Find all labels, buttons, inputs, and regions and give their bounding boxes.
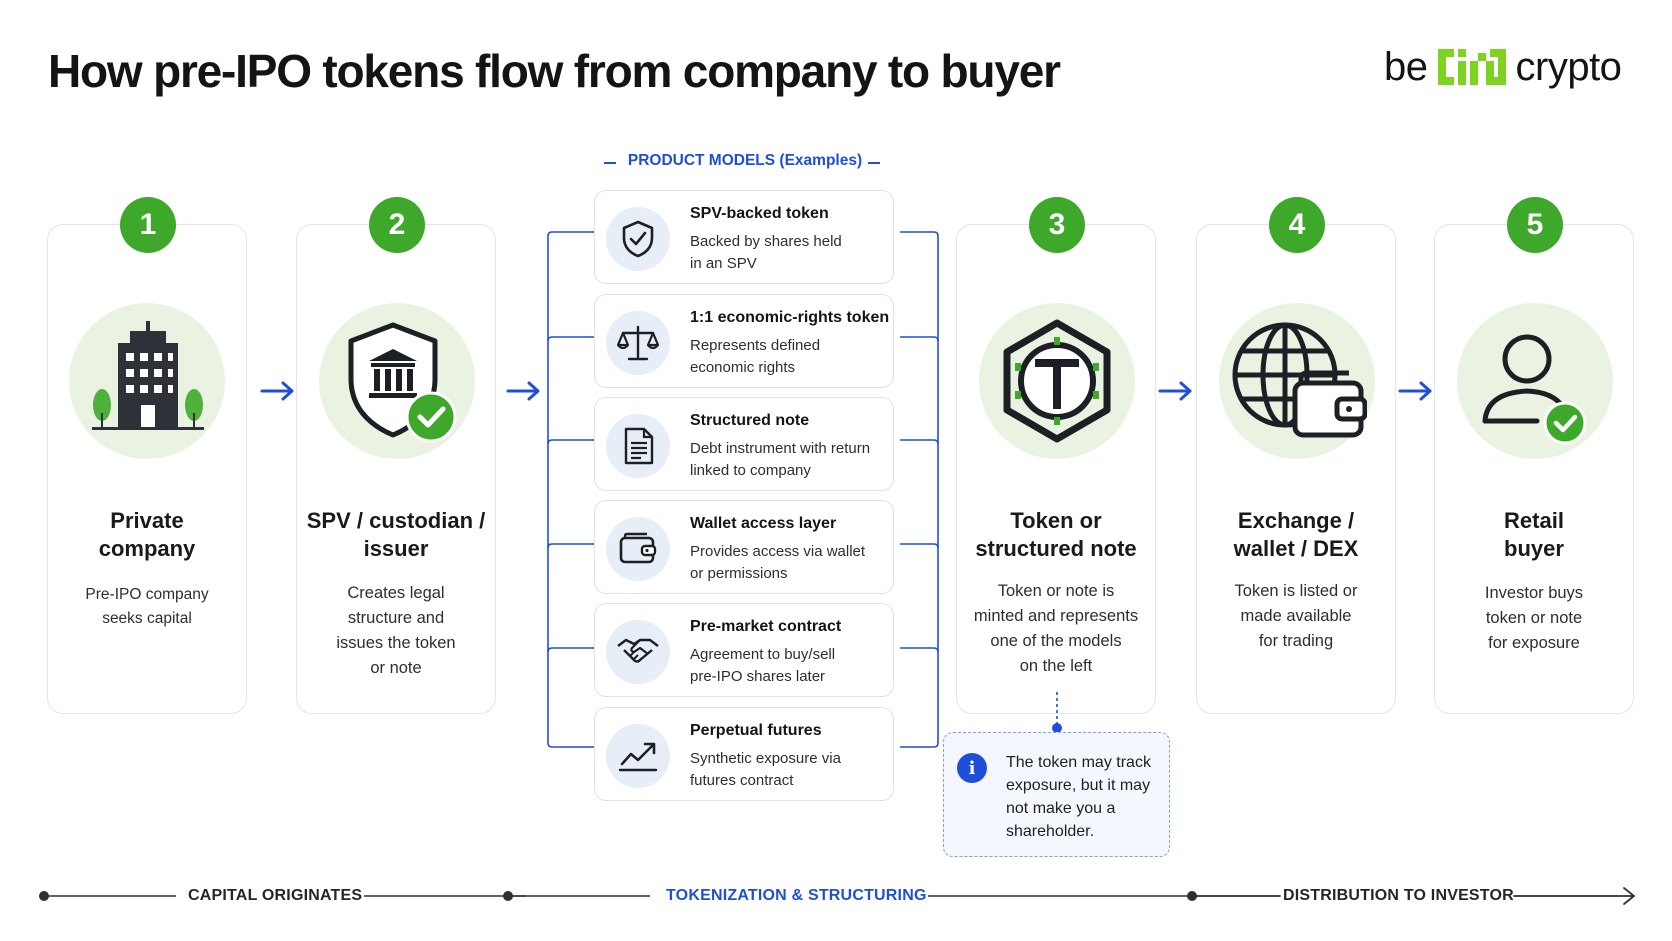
- model-description: Debt instrument with return linked to co…: [690, 440, 871, 479]
- building-icon: [92, 321, 204, 430]
- logo-text-right: crypto: [1515, 44, 1622, 89]
- step-card-token-note: 3 Token or structured note Token or note…: [956, 197, 1156, 714]
- info-icon: i: [957, 753, 987, 783]
- stage-distribution-to-investor: DISTRIBUTION TO INVESTOR: [1283, 887, 1514, 904]
- arrow-right-icon: [1398, 381, 1432, 401]
- step-number-badge: 3: [1029, 197, 1085, 253]
- model-description: Represents defined economic rights: [690, 337, 821, 376]
- model-card-pre-market-contract: Pre-market contract Agreement to buy/sel…: [594, 603, 894, 697]
- model-title: Wallet access layer: [690, 515, 837, 532]
- handshake-icon: [606, 620, 670, 684]
- step-title: SPV / custodian / issuer: [306, 508, 486, 561]
- model-description: Agreement to buy/sell pre-IPO shares lat…: [690, 646, 836, 685]
- models-bracket-left: [547, 231, 594, 748]
- model-description: Provides access via wallet or permission…: [690, 543, 866, 582]
- model-title: 1:1 economic-rights token: [690, 309, 890, 326]
- step-description: Investor buys token or note for exposure: [1484, 584, 1584, 652]
- arrow-right-icon: [1158, 381, 1192, 401]
- shield-bank-icon: [348, 322, 457, 443]
- step-title: Token or structured note: [975, 508, 1137, 561]
- step-number-badge: 1: [120, 197, 176, 253]
- user-check-icon: [1482, 334, 1587, 445]
- stage-timeline: [39, 887, 1636, 905]
- logo-mark-icon: [1437, 49, 1506, 85]
- scales-icon: [606, 311, 670, 375]
- step-description: Pre-IPO company seeks capital: [85, 586, 209, 627]
- step-title: Retail buyer: [1504, 508, 1564, 561]
- step-card-private-company: 1 Private company Pre-IPO company seeks …: [47, 197, 247, 714]
- step-number-badge: 2: [369, 197, 425, 253]
- token-icon: [1003, 319, 1111, 443]
- model-title: Structured note: [690, 412, 810, 429]
- step-card-spv-issuer: 2 SPV / custodian / issuer Creates legal…: [296, 197, 496, 714]
- header-dash: [868, 162, 880, 164]
- wallet-icon: [606, 517, 670, 581]
- header-dash: [604, 162, 616, 164]
- models-bracket-right: [900, 231, 939, 748]
- step-number-badge: 5: [1507, 197, 1563, 253]
- step-card-retail-buyer: 5 Retail buyer Investor buys token or no…: [1434, 197, 1634, 714]
- stage-tokenization-structuring: TOKENIZATION & STRUCTURING: [666, 887, 927, 904]
- model-card-spv-backed-token: SPV-backed token Backed by shares held i…: [594, 190, 894, 284]
- step-number-badge: 4: [1269, 197, 1325, 253]
- model-description: Backed by shares held in an SPV: [690, 233, 842, 272]
- step-title: Private company: [98, 508, 196, 561]
- model-card-perpetual-futures: Perpetual futures Synthetic exposure via…: [594, 707, 894, 801]
- model-card-economic-rights-token: 1:1 economic-rights token Represents def…: [594, 294, 894, 388]
- step-description: Token or note is minted and represents o…: [973, 582, 1139, 675]
- stage-capital-originates: CAPITAL ORIGINATES: [188, 887, 363, 904]
- note-connector: [1052, 692, 1062, 733]
- arrow-right-icon: [506, 381, 540, 401]
- model-card-structured-note: Structured note Debt instrument with ret…: [594, 397, 894, 491]
- model-title: SPV-backed token: [690, 205, 829, 222]
- product-models-header: PRODUCT MODELS (Examples): [627, 152, 863, 169]
- arrow-right-icon: [260, 381, 294, 401]
- page-title: How pre-IPO tokens flow from company to …: [48, 45, 1061, 97]
- logo-text-left: be: [1384, 44, 1428, 89]
- note-text: The token may track exposure, but it may…: [1006, 754, 1151, 840]
- model-card-wallet-access-layer: Wallet access layer Provides access via …: [594, 500, 894, 594]
- shield-check-icon: [606, 207, 670, 271]
- step-description: Creates legal structure and issues the t…: [336, 584, 456, 677]
- model-title: Pre-market contract: [690, 618, 842, 635]
- disclaimer-note: i The token may track exposure, but it m…: [943, 732, 1170, 857]
- model-title: Perpetual futures: [690, 722, 822, 739]
- globe-wallet-icon: [1232, 322, 1367, 438]
- chart-up-icon: [606, 724, 670, 788]
- becrypto-logo: be crypto: [1384, 42, 1622, 92]
- step-title: Exchange / wallet / DEX: [1233, 508, 1359, 561]
- document-icon: [606, 414, 670, 478]
- model-description: Synthetic exposure via futures contract: [690, 750, 841, 789]
- step-description: Token is listed or made available for tr…: [1234, 582, 1358, 650]
- step-card-exchange-wallet: 4 Exchange / wallet / DEX Token is liste…: [1196, 197, 1396, 714]
